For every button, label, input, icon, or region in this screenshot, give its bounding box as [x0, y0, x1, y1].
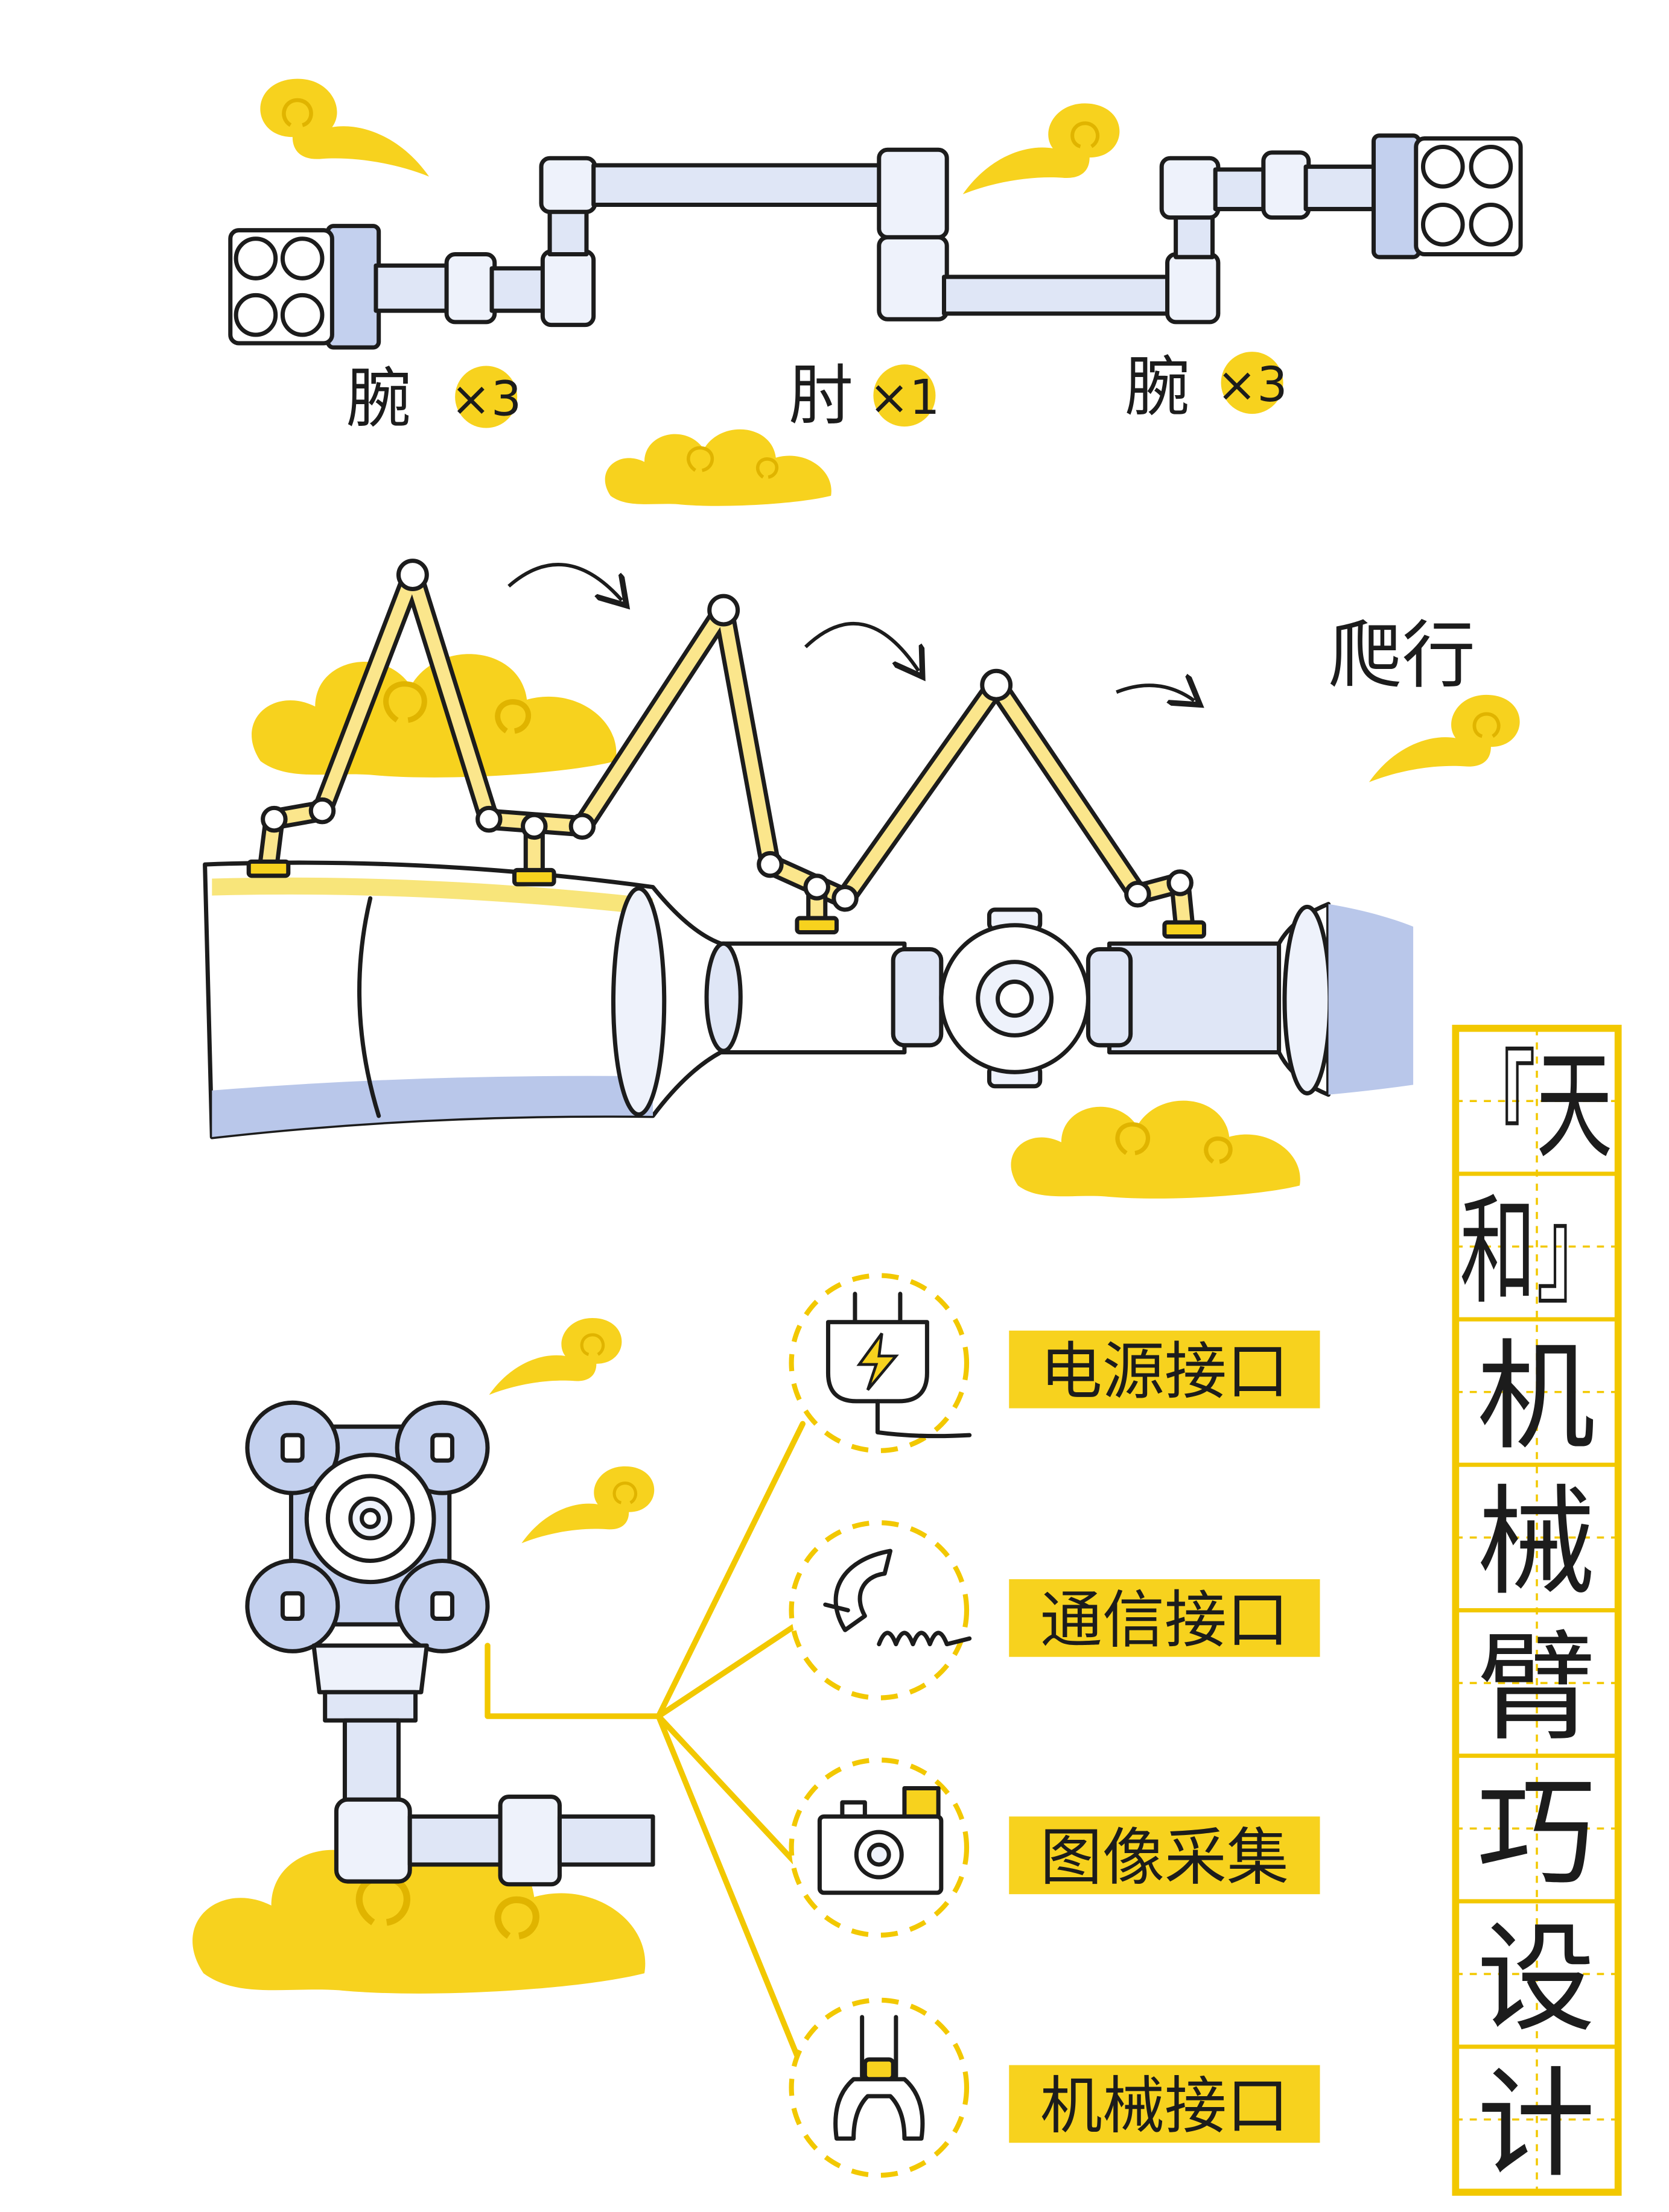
wrist-joint — [539, 156, 597, 214]
interface-label-bg — [1009, 1330, 1320, 1409]
wrist-joint — [1165, 252, 1221, 325]
arm-tube — [1303, 164, 1379, 212]
arm-tube — [547, 204, 589, 257]
title-char: 计 — [1477, 2056, 1595, 2194]
count-badge — [1221, 352, 1283, 414]
cloud-swirl-right — [1369, 695, 1520, 782]
interface-power — [789, 1273, 972, 1453]
title-char: 机 — [1477, 1328, 1595, 1466]
power-plug-icon — [825, 1291, 972, 1439]
cloud-swirl-bottom-1 — [489, 1318, 622, 1395]
cloud-near-elbow — [605, 429, 831, 506]
upper-arm-boom — [591, 163, 884, 208]
wrist-joint — [444, 252, 497, 325]
count-badge — [455, 366, 518, 428]
arm-tube — [489, 266, 548, 313]
gripper-icon — [833, 2015, 925, 2141]
interface-label-bg — [1009, 1816, 1320, 1895]
top-arm-diagram: 腕 ×3 肘 ×1 腕 ×3 — [228, 133, 1523, 437]
crawling-arm-poses — [246, 559, 1206, 939]
interface-label: 通信接口 — [1040, 1584, 1289, 1656]
effector-lug — [395, 1400, 490, 1495]
cloud-under-node — [1011, 1101, 1300, 1199]
arm-tube — [1174, 212, 1215, 259]
effector-lug — [245, 1400, 340, 1495]
wrist-joint — [1159, 156, 1221, 220]
joint-label-count: ×3 — [1216, 357, 1287, 413]
joint-label-elbow: 肘 ×1 — [789, 358, 940, 434]
joint-label-part: 腕 — [346, 361, 412, 437]
effector-lug — [245, 1558, 340, 1653]
interface-label-bg — [1009, 2065, 1320, 2143]
count-badge — [873, 364, 936, 427]
motion-arrows — [507, 563, 1194, 701]
crawling-diagram: 爬行 — [203, 559, 1476, 1139]
title-char: 『天 — [1460, 1037, 1612, 1175]
interface-label: 机械接口 — [1040, 2070, 1289, 2143]
arm-base-anchors — [246, 859, 1206, 939]
cloud-swirl-bottom-2 — [521, 1466, 654, 1543]
title-char: 臂 — [1477, 1619, 1595, 1757]
crawl-label: 爬行 — [1329, 613, 1476, 699]
curved-arrow-icon — [804, 621, 918, 671]
title-char: 械 — [1477, 1474, 1595, 1612]
curved-arrow-icon — [507, 563, 622, 600]
arm-tube — [374, 263, 452, 313]
arm-tube — [1213, 167, 1269, 212]
joint-label-right-wrist: 腕 ×3 — [1125, 350, 1287, 425]
cloud-swirl-top-middle — [963, 103, 1120, 194]
elbow-joint-top — [877, 147, 949, 239]
vertical-title: 『天 和』 机 械 臂 巧 设 计 — [1452, 1024, 1622, 2196]
antenna-dish-icon — [823, 1548, 972, 1647]
title-char: 设 — [1477, 1910, 1595, 2049]
interface-label-bg — [1009, 1579, 1320, 1657]
docking-node — [939, 907, 1090, 1089]
effector-lug — [395, 1558, 490, 1653]
left-end-effector — [228, 224, 381, 350]
joint-label-part: 腕 — [1125, 350, 1190, 425]
end-effector-interfaces: 电源接口 通信接口 图像采集 — [245, 1273, 1320, 2178]
lower-arm-boom — [941, 274, 1172, 316]
wrist-joint — [540, 249, 596, 328]
right-end-effector — [1371, 133, 1523, 259]
title-char: 和』 — [1460, 1183, 1612, 1321]
elbow-joint-bottom — [877, 235, 949, 322]
curved-arrow-icon — [1116, 685, 1194, 700]
end-effector-front-view — [245, 1400, 655, 1887]
connector-lines — [485, 1421, 809, 2079]
arm-joint-knuckles — [261, 559, 1194, 912]
interface-mechanical — [789, 1997, 970, 2178]
title-char: 巧 — [1477, 1764, 1595, 1903]
camera-icon — [817, 1786, 944, 1895]
joint-label-left-wrist: 腕 ×3 — [346, 361, 522, 437]
joint-label-count: ×1 — [869, 369, 939, 425]
interface-imaging — [789, 1757, 970, 1938]
cloud-swirl-top-left — [260, 79, 429, 177]
title-grid — [1452, 1024, 1622, 2196]
interface-label: 图像采集 — [1040, 1821, 1289, 1894]
interface-communication — [789, 1520, 972, 1700]
wrist-joint — [1261, 150, 1311, 220]
space-station-module — [203, 860, 1414, 1139]
joint-label-part: 肘 — [789, 358, 854, 434]
interface-label: 电源接口 — [1040, 1336, 1289, 1408]
joint-label-count: ×3 — [451, 370, 521, 426]
